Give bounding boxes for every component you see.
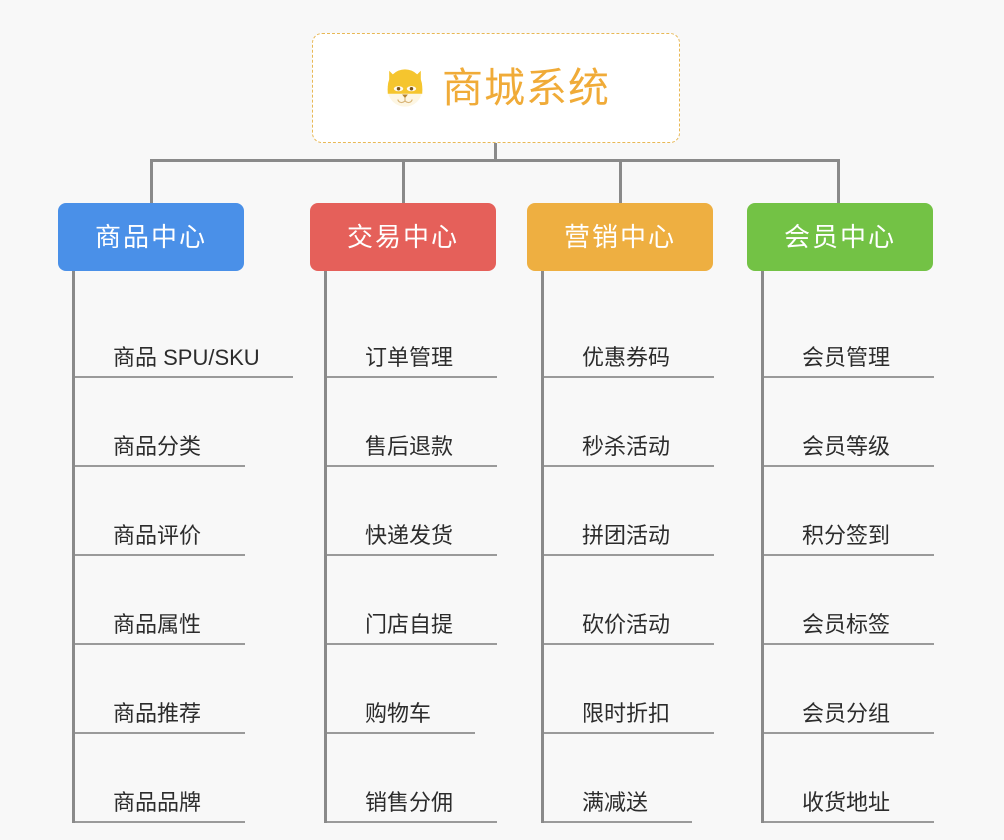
- branch-header-trade-center[interactable]: 交易中心: [310, 203, 496, 271]
- connector-horizontal-bus: [150, 159, 840, 162]
- list-item-label: 积分签到: [802, 522, 891, 548]
- list-item[interactable]: 会员分组: [764, 645, 934, 734]
- list-item[interactable]: 会员等级: [764, 378, 934, 467]
- branch-item-list: 会员管理 会员等级 积分签到 会员标签 会员分组 收货地址: [761, 271, 967, 823]
- branch-item-list: 订单管理 售后退款 快递发货 门店自提 购物车 销售分佣: [324, 271, 530, 823]
- list-item-label: 快递发货: [365, 522, 454, 548]
- branch-header-label: 商品中心: [94, 222, 207, 252]
- list-item-label: 拼团活动: [582, 522, 671, 548]
- list-item[interactable]: 收货地址: [764, 734, 934, 823]
- list-item[interactable]: 会员标签: [764, 556, 934, 645]
- list-item-label: 商品分类: [113, 433, 202, 459]
- connector-drop-1: [402, 159, 405, 205]
- list-item-label: 优惠券码: [582, 344, 671, 370]
- list-item[interactable]: 商品评价: [75, 467, 245, 556]
- root-node-content: 商城系统: [382, 65, 610, 111]
- list-item-label: 会员标签: [802, 611, 891, 637]
- list-item[interactable]: 快递发货: [327, 467, 497, 556]
- list-item-label: 售后退款: [365, 433, 454, 459]
- list-item[interactable]: 积分签到: [764, 467, 934, 556]
- list-item-label: 限时折扣: [582, 700, 671, 726]
- list-item-label: 商品属性: [113, 611, 202, 637]
- list-item[interactable]: 商品品牌: [75, 734, 245, 823]
- list-item[interactable]: 限时折扣: [544, 645, 714, 734]
- list-item[interactable]: 秒杀活动: [544, 378, 714, 467]
- branch-item-list: 商品 SPU/SKU 商品分类 商品评价 商品属性 商品推荐 商品品牌: [72, 271, 293, 823]
- list-item[interactable]: 优惠券码: [544, 289, 714, 378]
- branch-header-label: 营销中心: [563, 222, 676, 252]
- connector-drop-0: [150, 159, 153, 205]
- branch-column-trade-center: 交易中心 订单管理 售后退款 快递发货 门店自提 购物车 销售分佣: [310, 203, 530, 823]
- list-item-label: 订单管理: [365, 344, 454, 370]
- list-item[interactable]: 拼团活动: [544, 467, 714, 556]
- connector-drop-2: [619, 159, 622, 205]
- list-item-label: 商品评价: [113, 522, 202, 548]
- branch-column-member-center: 会员中心 会员管理 会员等级 积分签到 会员标签 会员分组 收货地址: [747, 203, 967, 823]
- list-item-label: 秒杀活动: [582, 433, 671, 459]
- list-item[interactable]: 商品推荐: [75, 645, 245, 734]
- list-item[interactable]: 满减送: [544, 734, 692, 823]
- list-item[interactable]: 商品分类: [75, 378, 245, 467]
- list-item-label: 砍价活动: [582, 611, 671, 637]
- list-item-label: 门店自提: [365, 611, 454, 637]
- branch-column-product-center: 商品中心 商品 SPU/SKU 商品分类 商品评价 商品属性 商品推荐 商品品牌: [58, 203, 293, 823]
- branch-header-label: 会员中心: [783, 222, 896, 252]
- list-item[interactable]: 售后退款: [327, 378, 497, 467]
- list-item[interactable]: 购物车: [327, 645, 475, 734]
- list-item[interactable]: 销售分佣: [327, 734, 497, 823]
- connector-root-stem: [494, 143, 497, 161]
- list-item[interactable]: 商品 SPU/SKU: [75, 289, 293, 378]
- list-item-label: 收货地址: [802, 789, 891, 815]
- connector-drop-3: [837, 159, 840, 205]
- list-item-label: 会员管理: [802, 344, 891, 370]
- branch-header-label: 交易中心: [346, 222, 459, 252]
- list-item-label: 购物车: [365, 700, 432, 726]
- list-item[interactable]: 会员管理: [764, 289, 934, 378]
- list-item[interactable]: 商品属性: [75, 556, 245, 645]
- list-item[interactable]: 订单管理: [327, 289, 497, 378]
- root-node[interactable]: 商城系统: [312, 33, 680, 143]
- list-item-label: 销售分佣: [365, 789, 454, 815]
- branch-header-member-center[interactable]: 会员中心: [747, 203, 933, 271]
- list-item-label: 商品 SPU/SKU: [113, 344, 260, 370]
- branch-column-marketing-center: 营销中心 优惠券码 秒杀活动 拼团活动 砍价活动 限时折扣 满减送: [527, 203, 747, 823]
- list-item-label: 商品品牌: [113, 789, 202, 815]
- list-item-label: 会员等级: [802, 433, 891, 459]
- list-item-label: 会员分组: [802, 700, 891, 726]
- list-item-label: 商品推荐: [113, 700, 202, 726]
- branch-item-list: 优惠券码 秒杀活动 拼团活动 砍价活动 限时折扣 满减送: [541, 271, 747, 823]
- root-node-title: 商城系统: [442, 64, 610, 111]
- dog-face-emoji-icon: [387, 69, 423, 107]
- branch-header-marketing-center[interactable]: 营销中心: [527, 203, 713, 271]
- list-item[interactable]: 砍价活动: [544, 556, 714, 645]
- list-item[interactable]: 门店自提: [327, 556, 497, 645]
- branch-header-product-center[interactable]: 商品中心: [58, 203, 244, 271]
- list-item-label: 满减送: [582, 789, 649, 815]
